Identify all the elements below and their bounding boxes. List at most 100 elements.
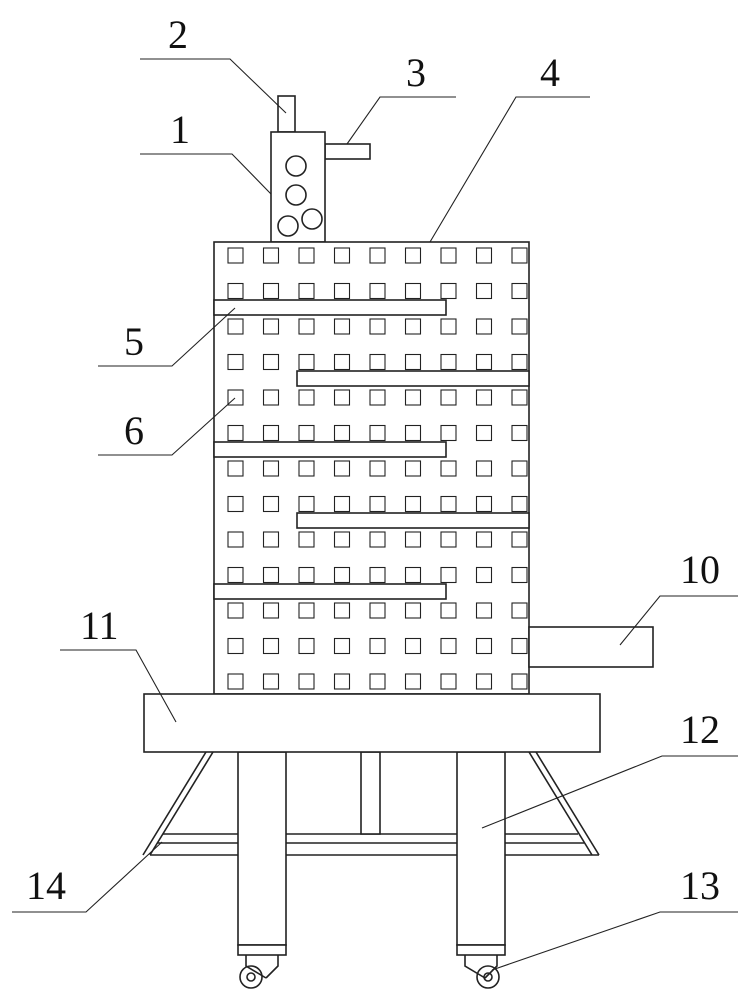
perforation-hole (440, 460, 457, 477)
perforation-hole (369, 353, 386, 371)
perforation-hole (511, 460, 528, 477)
feeder-circle (285, 184, 307, 206)
leader-1 (140, 153, 272, 195)
perforation-hole (404, 353, 422, 371)
perforation-hole (511, 566, 528, 584)
caster-mount (237, 944, 287, 956)
feeder-circle (301, 208, 323, 230)
baffle (213, 299, 447, 316)
perforation-hole (262, 637, 280, 655)
leader-5 (98, 307, 236, 367)
feeder-circle (285, 155, 307, 177)
caster-hub (483, 972, 493, 982)
perforation-hole (404, 531, 422, 548)
perforation-hole (511, 424, 528, 442)
label-13: 13 (680, 863, 720, 908)
leader-6 (98, 397, 236, 456)
perforation-hole (262, 495, 280, 513)
perforation-hole (333, 318, 351, 335)
perforation-hole (298, 424, 315, 442)
perforation-hole (475, 389, 493, 406)
baffle (296, 512, 530, 529)
perforation-hole (475, 247, 493, 264)
perforation-hole (262, 424, 280, 442)
caster-hub (246, 972, 256, 982)
perforation-hole (333, 282, 351, 300)
left-brace (142, 751, 207, 856)
perforation-hole (511, 318, 528, 335)
perforation-hole (404, 389, 422, 406)
perforation-hole (298, 602, 315, 619)
left-leg (237, 751, 287, 946)
label-3: 3 (406, 50, 426, 95)
perforation-hole (475, 566, 493, 584)
perforation-hole (404, 495, 422, 513)
label-10: 10 (680, 547, 720, 592)
perforation-hole (440, 318, 457, 335)
support-frame (142, 693, 601, 946)
leader-13 (491, 911, 738, 971)
perforation-hole (369, 602, 386, 619)
baffle (213, 441, 447, 458)
perforation-hole (404, 282, 422, 300)
left-brace (149, 751, 214, 856)
label-5: 5 (124, 319, 144, 364)
perforation-hole (404, 637, 422, 655)
perforation-hole (298, 389, 315, 406)
tank (213, 241, 654, 695)
perforation-hole (333, 673, 351, 690)
perforation-hole (440, 282, 457, 300)
perforation-hole (475, 460, 493, 477)
perforation-hole (333, 460, 351, 477)
perforation-hole (227, 602, 244, 619)
perforation-hole (369, 424, 386, 442)
label-12: 12 (680, 707, 720, 752)
perforation-hole (333, 566, 351, 584)
perforation-hole (511, 495, 528, 513)
caster-left (237, 944, 287, 989)
perforation-hole (298, 673, 315, 690)
label-2: 2 (168, 12, 188, 57)
perforation-hole (369, 247, 386, 264)
right-brace (528, 751, 593, 856)
perforation-hole (298, 318, 315, 335)
perforation-hole (262, 353, 280, 371)
leader-4 (429, 96, 590, 243)
perforation-hole (262, 673, 280, 690)
perforation-hole (475, 282, 493, 300)
perforation-hole (475, 353, 493, 371)
perforation-hole (511, 531, 528, 548)
base-platform (143, 693, 601, 753)
caster-mount (456, 944, 506, 956)
perforation-hole (404, 424, 422, 442)
perforation-hole (475, 531, 493, 548)
perforation-hole (511, 389, 528, 406)
perforation-hole (440, 566, 457, 584)
feeder-circle (277, 215, 299, 237)
perforation-hole (262, 602, 280, 619)
perforation-hole (227, 282, 244, 300)
caster-wheel (239, 965, 263, 989)
leader-10 (619, 595, 738, 646)
perforation-hole (333, 424, 351, 442)
perforation-hole (404, 602, 422, 619)
perforation-hole (475, 637, 493, 655)
leader-14 (12, 841, 163, 913)
perforation-hole (262, 282, 280, 300)
perforation-hole (404, 247, 422, 264)
perforation-hole (333, 353, 351, 371)
perforation-hole (404, 460, 422, 477)
perforation-hole (440, 353, 457, 371)
right-leg (456, 751, 506, 946)
perforation-hole (511, 282, 528, 300)
leader-lines (12, 58, 738, 971)
perforation-hole (298, 566, 315, 584)
perforation-hole (333, 389, 351, 406)
perforation-hole (404, 566, 422, 584)
perforation-hole (369, 637, 386, 655)
perforation-hole (333, 247, 351, 264)
perforation-hole (333, 531, 351, 548)
perforation-hole (511, 353, 528, 371)
label-4: 4 (540, 50, 560, 95)
perforation-hole (227, 637, 244, 655)
